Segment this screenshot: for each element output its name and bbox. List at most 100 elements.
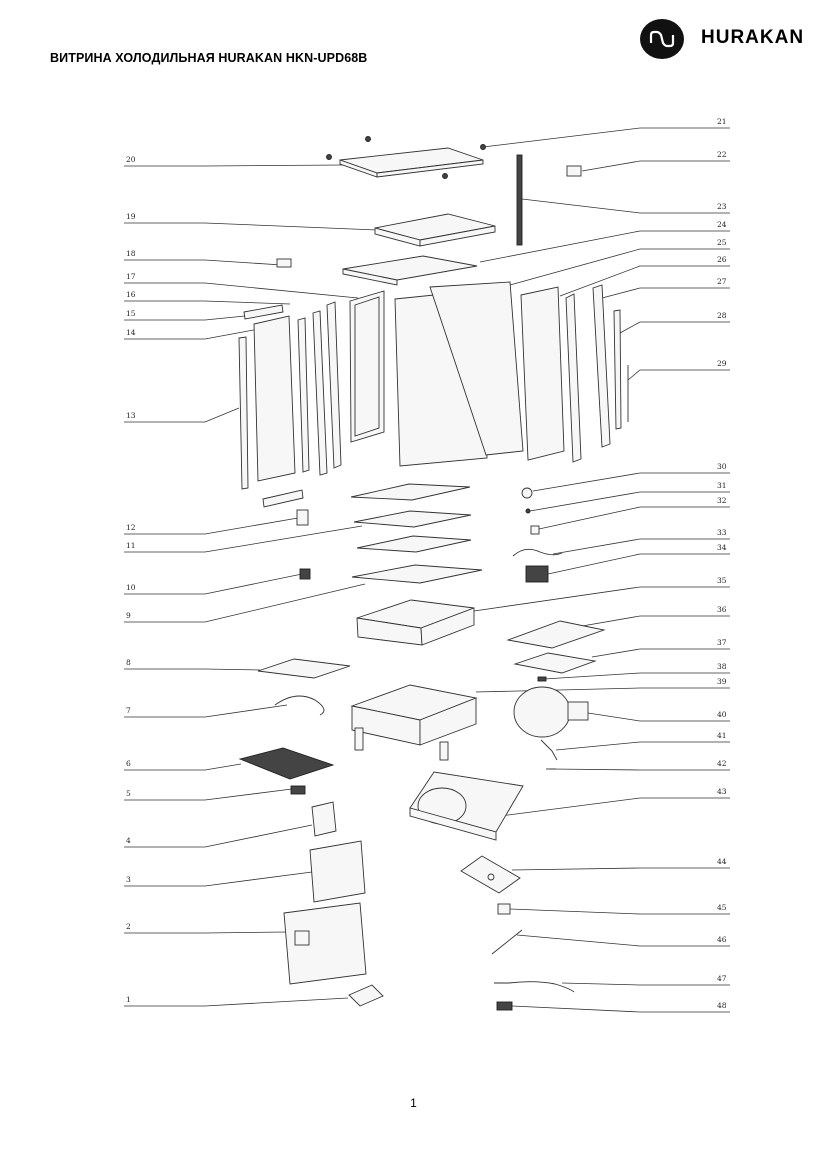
- callout-leader-41: [555, 741, 730, 751]
- shelves: [350, 483, 483, 584]
- callout-leader-13: [124, 407, 240, 423]
- callout-label-12: 12: [126, 523, 136, 532]
- callout-leader-10: [124, 573, 303, 595]
- callout-leader-38: [543, 672, 730, 680]
- callout-leader-35: [473, 586, 730, 612]
- callout-label-21: 21: [717, 117, 727, 126]
- control-housing: [374, 213, 496, 247]
- callout-label-9: 9: [126, 611, 131, 620]
- callout-leader-3: [124, 871, 313, 887]
- callout-label-17: 17: [126, 272, 136, 281]
- callout-label-25: 25: [717, 238, 727, 247]
- callout-label-36: 36: [717, 605, 727, 614]
- callout-leader-6: [124, 763, 242, 771]
- callout-leader-47: [561, 982, 730, 986]
- callout-leader-43: [499, 797, 730, 817]
- callout-leader-2: [124, 931, 288, 934]
- callout-label-46: 46: [717, 935, 727, 944]
- lower-right-parts: [460, 855, 575, 1011]
- callout-label-10: 10: [126, 583, 136, 592]
- callout-leader-24: [479, 230, 730, 263]
- callout-leader-30: [532, 472, 730, 492]
- callout-leader-31: [529, 491, 730, 512]
- top-cover: [326, 136, 486, 179]
- callout-leader-9: [124, 583, 366, 623]
- callout-label-48: 48: [717, 1001, 727, 1010]
- callout-label-44: 44: [717, 857, 727, 866]
- callout-leader-36: [564, 615, 730, 630]
- callout-leader-20: [124, 164, 344, 167]
- compressor: [513, 686, 589, 770]
- callout-label-33: 33: [717, 528, 727, 537]
- callout-label-43: 43: [717, 787, 727, 796]
- brand-name: HURAKAN: [701, 27, 805, 48]
- led-strip: [516, 154, 523, 246]
- base-frame: [350, 684, 478, 761]
- cable-7: [274, 695, 325, 716]
- callout-label-34: 34: [717, 543, 727, 552]
- callout-label-39: 39: [717, 677, 727, 686]
- callout-label-31: 31: [717, 481, 727, 490]
- callout-label-41: 41: [717, 731, 727, 740]
- callout-leader-5: [124, 788, 293, 801]
- callout-leader-44: [511, 867, 730, 871]
- callout-label-20: 20: [126, 155, 136, 164]
- callout-leader-1: [124, 997, 349, 1007]
- callout-label-40: 40: [717, 710, 727, 719]
- callout-leader-12: [124, 517, 299, 535]
- callout-leader-8: [124, 668, 261, 671]
- callout-leader-22: [581, 160, 730, 172]
- base-panel-43: [409, 771, 524, 841]
- callout-label-4: 4: [126, 836, 131, 845]
- callout-label-3: 3: [126, 875, 131, 884]
- callout-leader-18: [124, 259, 283, 266]
- small-bracket: [276, 258, 292, 268]
- page-number: 1: [410, 1096, 417, 1110]
- callout-leader-15: [124, 315, 246, 321]
- front-panel-2: [283, 902, 367, 985]
- callout-leader-42: [549, 768, 730, 771]
- top-frame: [342, 255, 478, 286]
- callout-label-38: 38: [717, 662, 727, 671]
- callout-leader-29: [627, 369, 730, 381]
- callout-label-22: 22: [717, 150, 727, 159]
- callout-leader-32: [538, 506, 730, 530]
- switch-1: [348, 984, 384, 1007]
- callout-leader-23: [521, 198, 730, 214]
- callout-leader-40: [587, 712, 730, 722]
- brand-logo: HURAKAN: [640, 18, 820, 60]
- callout-leader-14: [124, 328, 260, 340]
- callout-label-37: 37: [717, 638, 727, 647]
- callout-label-45: 45: [717, 903, 727, 912]
- callout-leader-26: [559, 265, 730, 297]
- callout-leader-4: [124, 824, 313, 848]
- callout-label-27: 27: [717, 277, 727, 286]
- callout-leader-39: [475, 687, 730, 693]
- callout-label-15: 15: [126, 309, 136, 318]
- small-parts-left: [262, 489, 311, 580]
- callout-leader-45: [509, 908, 730, 915]
- right-callouts: 2122232425262728293031323334353637383940…: [473, 117, 730, 1013]
- document-title: ВИТРИНА ХОЛОДИЛЬНАЯ HURAKAN HKN-UPD68B: [50, 51, 368, 65]
- callout-label-30: 30: [717, 462, 727, 471]
- callout-label-8: 8: [126, 658, 131, 667]
- callout-leader-48: [511, 1005, 730, 1013]
- hinge-part: [566, 165, 582, 177]
- evaporator: [506, 620, 606, 682]
- callout-leader-28: [619, 321, 730, 334]
- callout-leader-16: [124, 300, 291, 305]
- callout-label-19: 19: [126, 212, 136, 221]
- callout-label-23: 23: [717, 202, 727, 211]
- panel-3: [309, 840, 366, 903]
- callout-label-28: 28: [717, 311, 727, 320]
- callout-label-42: 42: [717, 759, 727, 768]
- cover-plate-8: [257, 658, 351, 679]
- small-parts-right: [512, 487, 563, 583]
- callout-label-11: 11: [126, 541, 136, 550]
- callout-label-16: 16: [126, 290, 136, 299]
- callout-label-26: 26: [717, 255, 727, 264]
- callout-label-13: 13: [126, 411, 136, 420]
- drip-tray: [356, 599, 475, 646]
- callout-label-32: 32: [717, 496, 727, 505]
